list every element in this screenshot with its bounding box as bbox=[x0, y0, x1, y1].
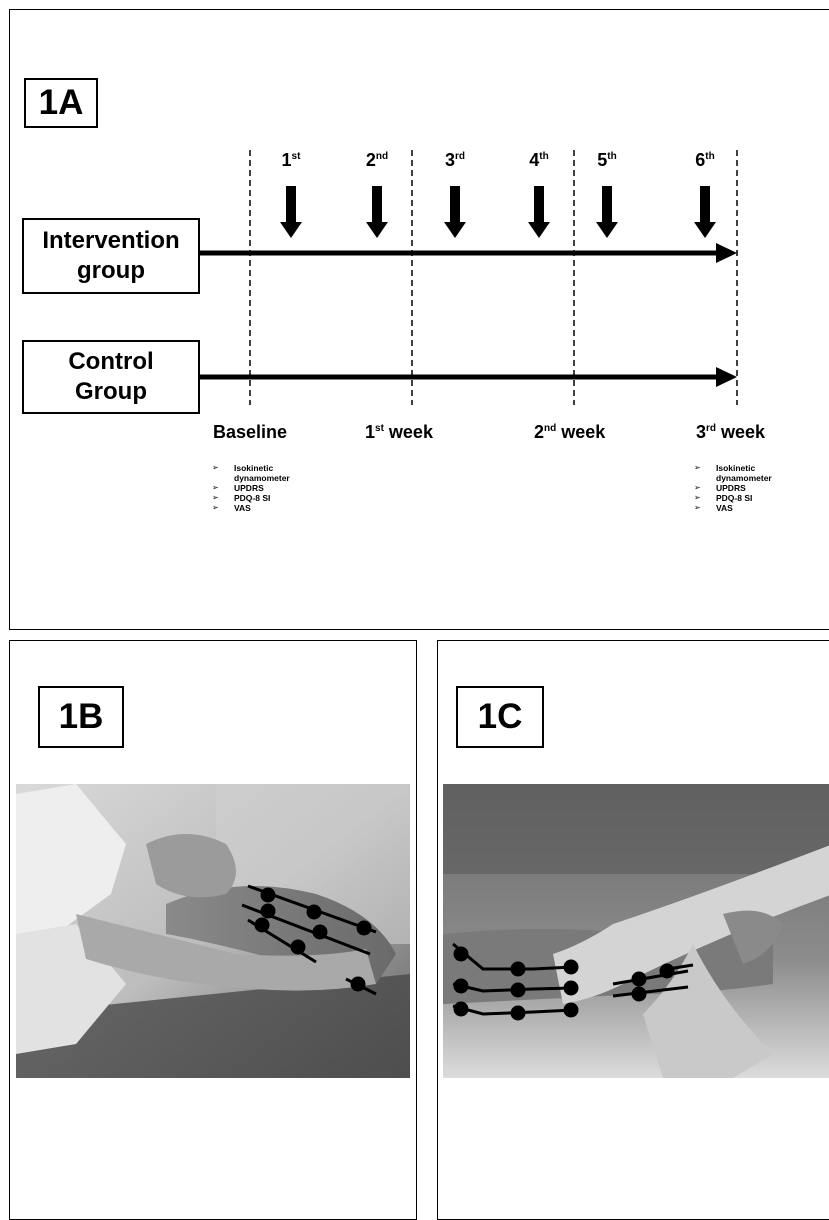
session-label-5: 5th bbox=[597, 150, 617, 170]
list-item: ➢VAS bbox=[212, 503, 251, 513]
list-item: ➢Isokinetic dynamometer bbox=[694, 463, 772, 483]
panel-1b-photo: 1B bbox=[9, 640, 417, 1220]
list-item: ➢UPDRS bbox=[212, 483, 264, 493]
photo-taping-forearm-b bbox=[16, 784, 410, 1078]
session-label-4: 4th bbox=[529, 150, 549, 170]
control-arrowhead bbox=[716, 367, 737, 387]
list-item: ➢PDQ-8 SI bbox=[212, 493, 271, 503]
timepoint-label-baseline: Baseline bbox=[213, 422, 288, 442]
intervention-arrowhead bbox=[716, 243, 737, 263]
session-arrow-5 bbox=[596, 186, 618, 238]
photo-illustration-b bbox=[16, 784, 410, 1078]
panel-label-1b: 1B bbox=[38, 686, 124, 748]
timepoint-label-week1: 1st week bbox=[365, 422, 433, 442]
session-label-6: 6th bbox=[695, 150, 715, 170]
control-group-box: Control Group bbox=[22, 340, 200, 414]
photo-illustration-c bbox=[443, 784, 829, 1078]
list-item: ➢Isokinetic dynamometer bbox=[212, 463, 290, 483]
session-arrow-3 bbox=[444, 186, 466, 238]
session-arrow-2 bbox=[366, 186, 388, 238]
baseline-measures-list: ➢Isokinetic dynamometer ➢UPDRS ➢PDQ-8 SI… bbox=[212, 463, 322, 513]
session-arrow-1 bbox=[280, 186, 302, 238]
timeline-graphic bbox=[200, 150, 738, 405]
session-label-1: 1st bbox=[281, 150, 301, 170]
list-item: ➢VAS bbox=[694, 503, 733, 513]
panel-label-1a: 1A bbox=[24, 78, 98, 128]
final-measures-list: ➢Isokinetic dynamometer ➢UPDRS ➢PDQ-8 SI… bbox=[694, 463, 804, 513]
session-arrow-6 bbox=[694, 186, 716, 238]
list-item: ➢UPDRS bbox=[694, 483, 746, 493]
session-label-2: 2nd bbox=[365, 150, 389, 170]
intervention-group-box: Intervention group bbox=[22, 218, 200, 294]
timepoint-label-week2: 2nd week bbox=[534, 422, 606, 442]
session-label-3: 3rd bbox=[444, 150, 465, 170]
panel-1c-photo: 1C bbox=[437, 640, 829, 1220]
panel-label-1c: 1C bbox=[456, 686, 544, 748]
timepoint-label-week3: 3rd week bbox=[696, 422, 766, 442]
session-arrow-4 bbox=[528, 186, 550, 238]
panel-1a-timeline: 1A 1st 2nd 3rd 4th 5th 6th bbox=[9, 9, 829, 630]
photo-taping-forearm-c bbox=[443, 784, 829, 1078]
list-item: ➢PDQ-8 SI bbox=[694, 493, 753, 503]
